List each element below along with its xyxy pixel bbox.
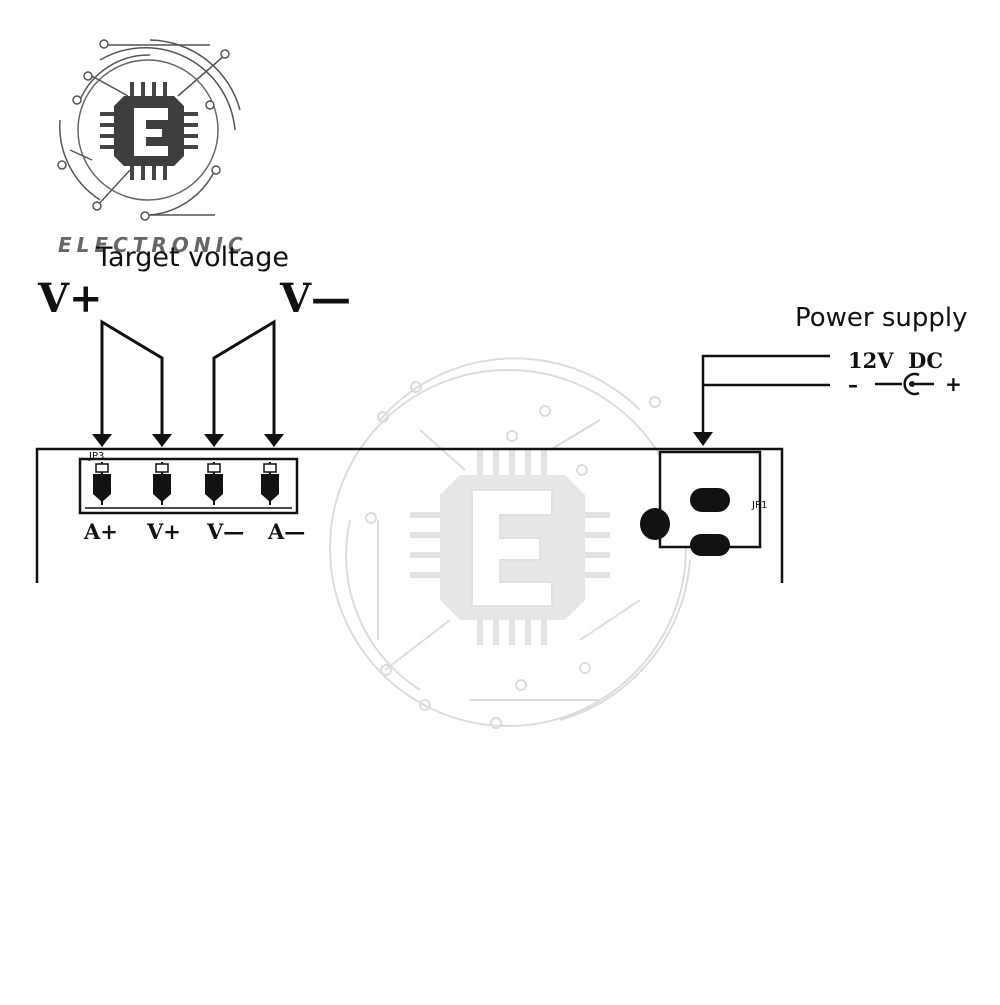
supply-rating-label: 12V DC (848, 348, 943, 373)
logo-wordmark: ELECTRONIC (58, 233, 248, 257)
jp3-pin (153, 462, 171, 505)
watermark-chip (410, 448, 610, 645)
electronic-logo: ELECTRONIC (57, 39, 248, 257)
v-minus-label: V— (279, 275, 351, 322)
jp3-ref: JP3 (88, 451, 104, 462)
jp3-connector: JP3 A+ V+ V— A— (78, 451, 305, 544)
jp3-pin (261, 462, 279, 505)
power-supply-wires (693, 354, 830, 446)
jp1-dc-jack: JP1 (640, 450, 767, 556)
polarity-minus: – (848, 373, 858, 397)
jp3-pin-label-v-plus: V+ (146, 519, 181, 544)
jp3-pin (205, 462, 223, 505)
polarity-plus: + (945, 372, 962, 396)
v-plus-wires (92, 319, 172, 447)
dc-jack-symbol: – + (848, 372, 962, 397)
jp1-ref: JP1 (751, 500, 767, 511)
power-supply-label: Power supply (795, 303, 968, 333)
board-outline (35, 447, 784, 583)
watermark-logo (329, 357, 691, 729)
jp3-pin (93, 462, 111, 505)
v-minus-wires (204, 319, 284, 447)
jp3-pin-label-v-minus: V— (206, 519, 244, 544)
target-voltage-label: Target voltage (95, 242, 289, 273)
jp3-pin-label-a-minus: A— (267, 519, 305, 544)
jp3-pin-label-a-plus: A+ (83, 519, 118, 544)
v-plus-label: V+ (37, 275, 103, 322)
